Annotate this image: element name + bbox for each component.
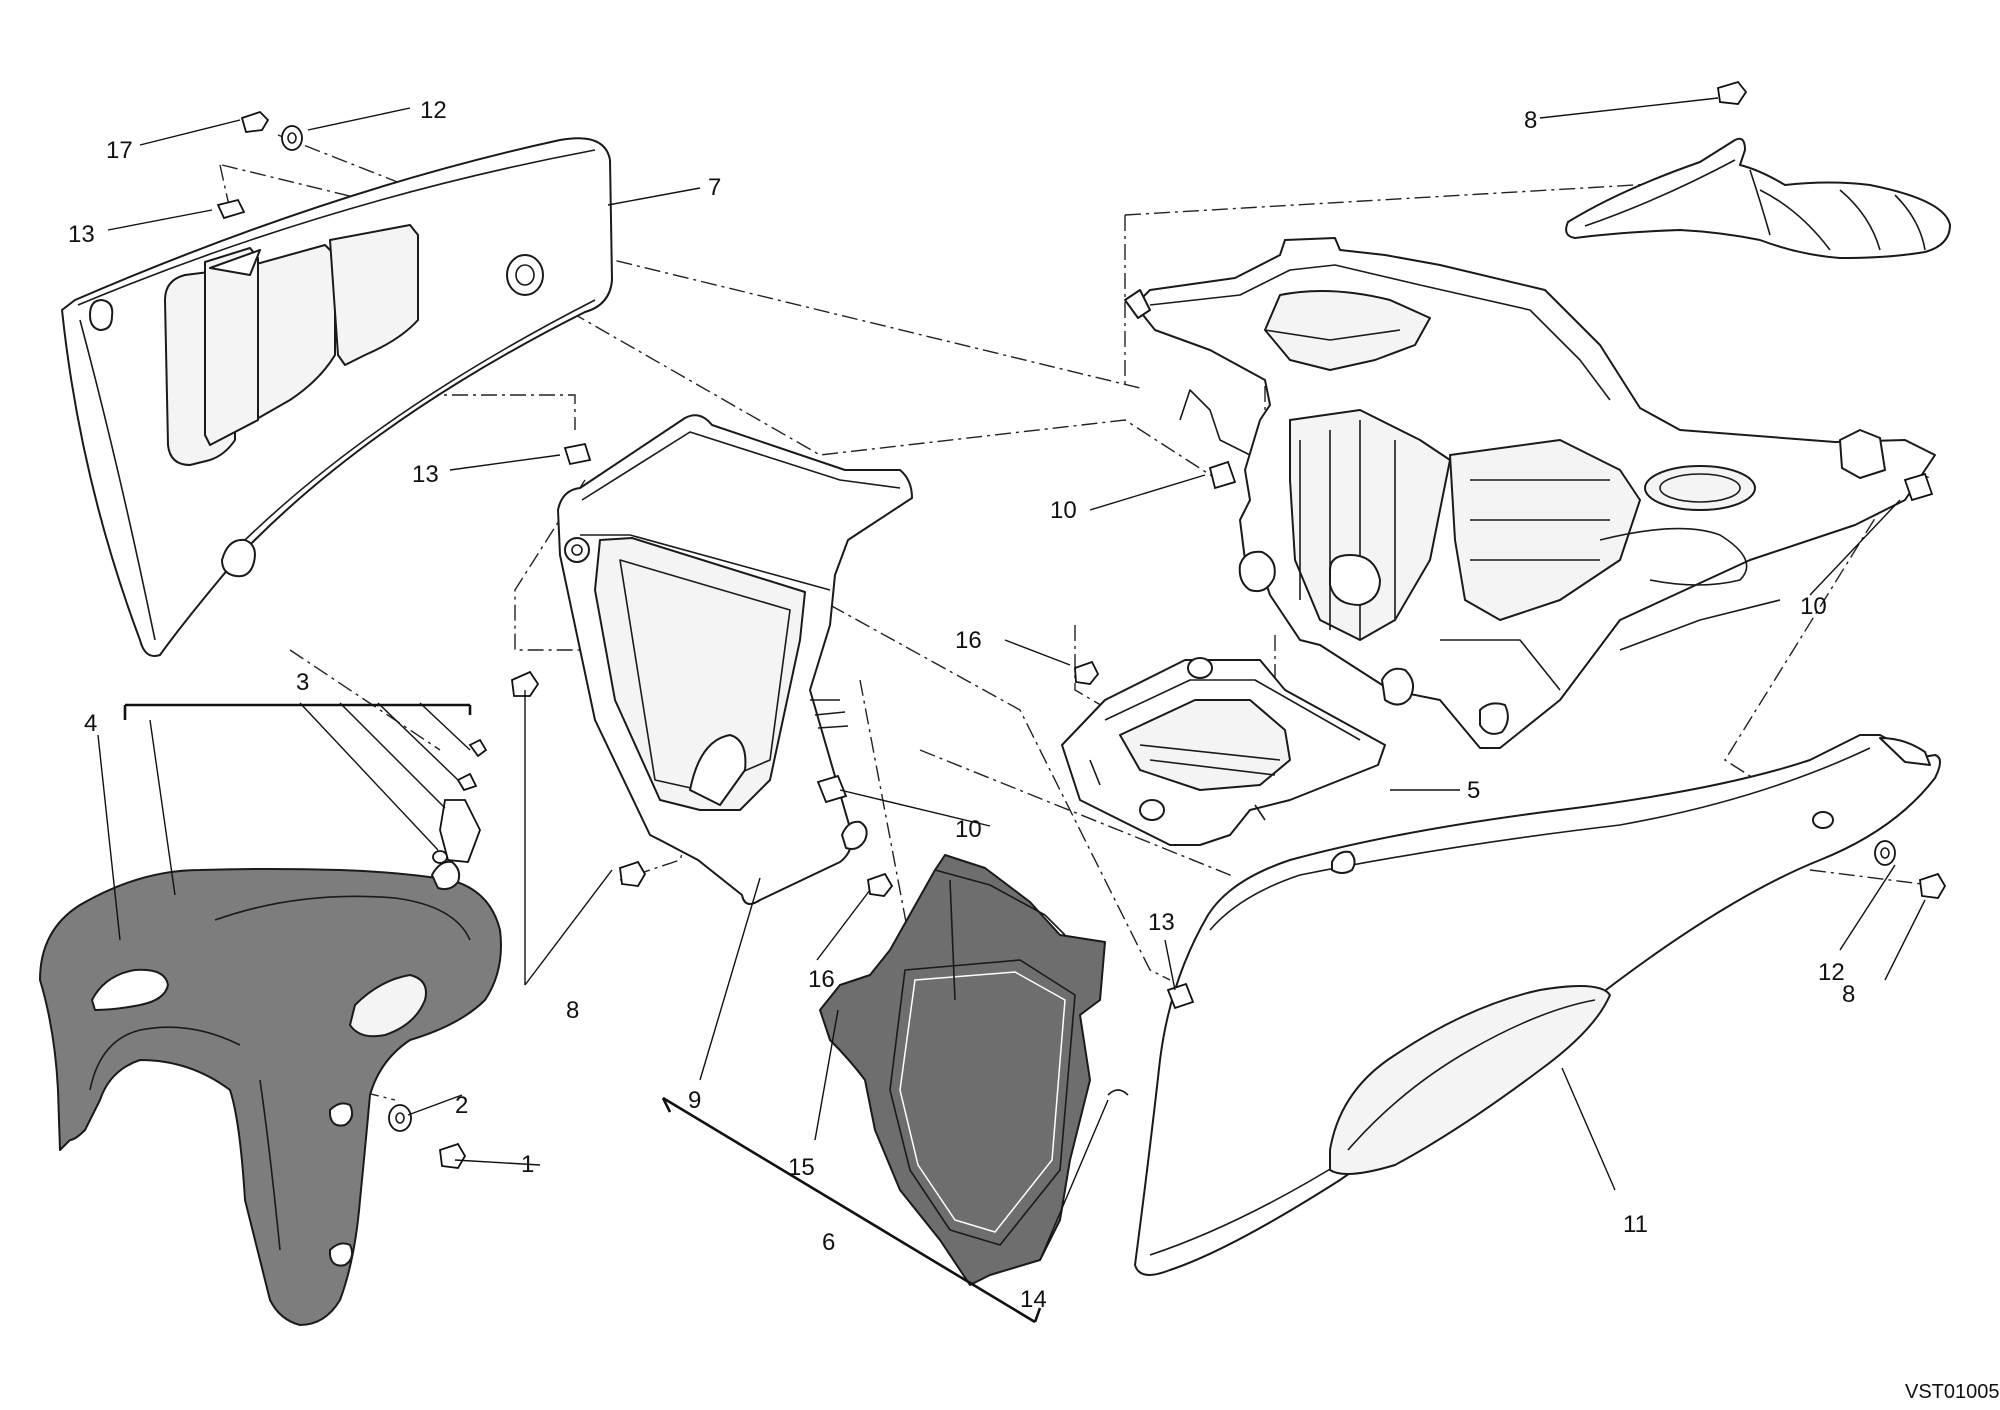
clip-13-right bbox=[1166, 982, 1195, 1010]
drawing-code: VST01005 bbox=[1905, 1381, 2000, 1403]
bracket-plate bbox=[1061, 657, 1386, 846]
callout-9: 9 bbox=[688, 1087, 701, 1114]
callout-12-top: 12 bbox=[420, 97, 447, 124]
washer-2 bbox=[388, 1104, 412, 1132]
callout-12-right: 12 bbox=[1818, 959, 1845, 986]
hardware bbox=[216, 80, 1947, 1169]
callout-14: 14 bbox=[1020, 1286, 1047, 1313]
screw-8-left bbox=[511, 670, 540, 697]
callout-16-upper: 16 bbox=[955, 627, 982, 654]
callout-10-upper: 10 bbox=[1050, 497, 1077, 524]
right-lower-panel bbox=[1134, 734, 1941, 1276]
screw-1 bbox=[439, 1142, 467, 1169]
callout-11: 11 bbox=[1623, 1211, 1648, 1238]
callout-labels: 1 2 3 4 5 6 7 8 8 8 9 10 10 10 11 12 12 … bbox=[68, 97, 1855, 1313]
screw-8-right bbox=[1919, 872, 1947, 899]
clip-13-top bbox=[216, 198, 246, 220]
callout-1: 1 bbox=[521, 1151, 534, 1178]
clip-10-c bbox=[1903, 472, 1934, 502]
mesh-cover bbox=[819, 854, 1106, 1286]
callout-10-lower: 10 bbox=[955, 816, 982, 843]
callout-3: 3 bbox=[296, 669, 309, 696]
callout-5: 5 bbox=[1467, 777, 1480, 804]
washer-12-right bbox=[1874, 840, 1896, 866]
tail-undertray bbox=[1124, 237, 1936, 749]
screw-8-lower bbox=[619, 860, 647, 887]
inner-frame-cover bbox=[557, 414, 913, 905]
callout-8-right: 8 bbox=[1842, 981, 1855, 1008]
callout-13-mid: 13 bbox=[412, 461, 439, 488]
callout-10-right: 10 bbox=[1800, 593, 1827, 620]
callout-8-left: 8 bbox=[566, 997, 579, 1024]
clip-14 bbox=[1107, 1089, 1129, 1096]
callout-17: 17 bbox=[106, 137, 133, 164]
screw-3-b bbox=[456, 772, 478, 792]
bracket-3 bbox=[439, 799, 481, 863]
screw-16-lower bbox=[867, 872, 894, 897]
clip-10-a bbox=[1208, 460, 1237, 490]
callout-13-right: 13 bbox=[1148, 909, 1175, 936]
clip-10-b bbox=[816, 774, 848, 804]
callout-15: 15 bbox=[788, 1154, 815, 1181]
callout-2: 2 bbox=[455, 1092, 468, 1119]
callout-8-top: 8 bbox=[1524, 107, 1537, 134]
screw-16-upper bbox=[1074, 660, 1100, 685]
leader-lines bbox=[97, 97, 1926, 1324]
callout-6: 6 bbox=[822, 1229, 835, 1256]
front-mudguard bbox=[39, 860, 502, 1326]
washer-3 bbox=[432, 850, 448, 864]
screw-3-a bbox=[468, 738, 488, 758]
left-side-panel bbox=[61, 137, 613, 657]
callout-4: 4 bbox=[84, 710, 97, 737]
callout-16-lower: 16 bbox=[808, 966, 835, 993]
screw-17 bbox=[240, 110, 270, 133]
tail-hugger-top bbox=[1565, 137, 1951, 259]
callout-13-top: 13 bbox=[68, 221, 95, 248]
screw-8-top-right bbox=[1716, 80, 1748, 105]
callout-7: 7 bbox=[708, 174, 721, 201]
clip-13-mid bbox=[563, 442, 592, 466]
washer-12 bbox=[281, 125, 303, 151]
